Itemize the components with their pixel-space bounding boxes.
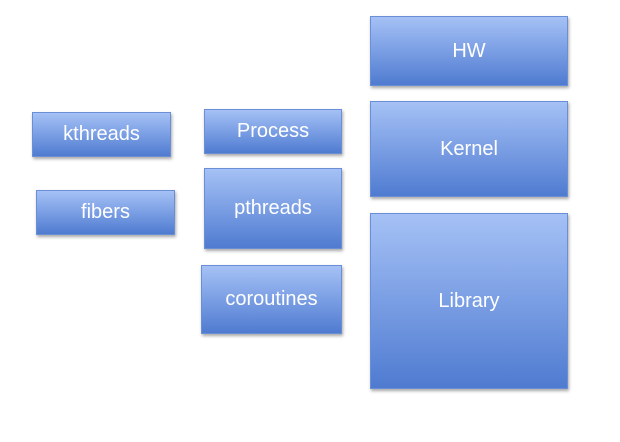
library-box: Library <box>370 213 568 389</box>
pthreads-label: pthreads <box>234 197 312 219</box>
kernel-label: Kernel <box>440 137 498 160</box>
process-label: Process <box>236 120 310 142</box>
process-box: Process <box>204 109 342 154</box>
kthreads-label: kthreads <box>63 123 140 145</box>
kernel-box: Kernel <box>370 101 568 197</box>
hw-label: HW <box>452 39 486 62</box>
library-label: Library <box>438 289 500 312</box>
fibers-box: fibers <box>36 190 175 235</box>
hw-box: HW <box>370 16 568 86</box>
fibers-label: fibers <box>81 201 130 223</box>
coroutines-box: coroutines <box>201 265 342 334</box>
kthreads-box: kthreads <box>32 112 171 157</box>
coroutines-label: coroutines <box>225 288 318 310</box>
pthreads-box: pthreads <box>204 168 342 249</box>
